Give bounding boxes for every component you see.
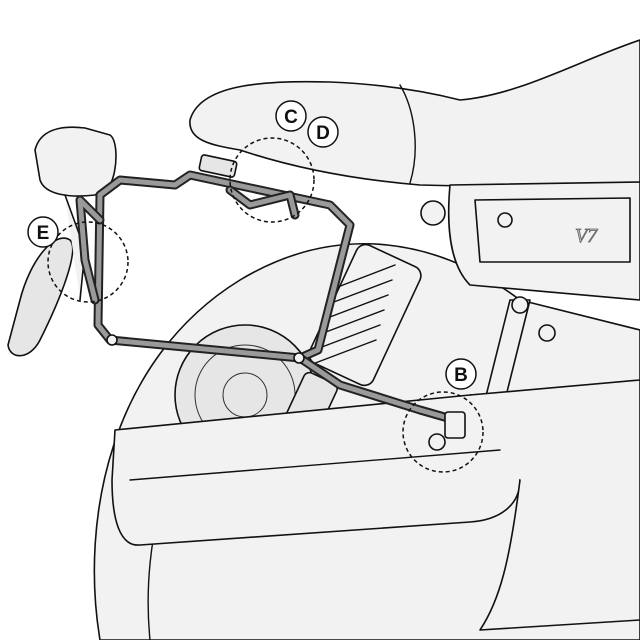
seat [189, 39, 640, 191]
callout-label-d: D [316, 123, 330, 144]
callout-label-b: B [454, 365, 468, 386]
callout-area-e [47, 221, 129, 303]
callout-badge-d: D [307, 116, 339, 148]
callout-label-e: E [37, 223, 50, 244]
tail-light [7, 126, 117, 357]
callout-badge-e: E [27, 216, 59, 248]
side-rack-frame [75, 154, 466, 451]
callout-label-c: C [284, 107, 298, 128]
callout-areas [47, 137, 484, 473]
callout-badge-b: B [445, 358, 477, 390]
callout-area-b [402, 391, 484, 473]
callout-badge-c: C [275, 100, 307, 132]
side-cover: V7 [447, 181, 640, 301]
callout-area-cd [229, 137, 315, 223]
tank-logo: V7 [575, 225, 598, 247]
exhaust-muffler [111, 379, 640, 631]
